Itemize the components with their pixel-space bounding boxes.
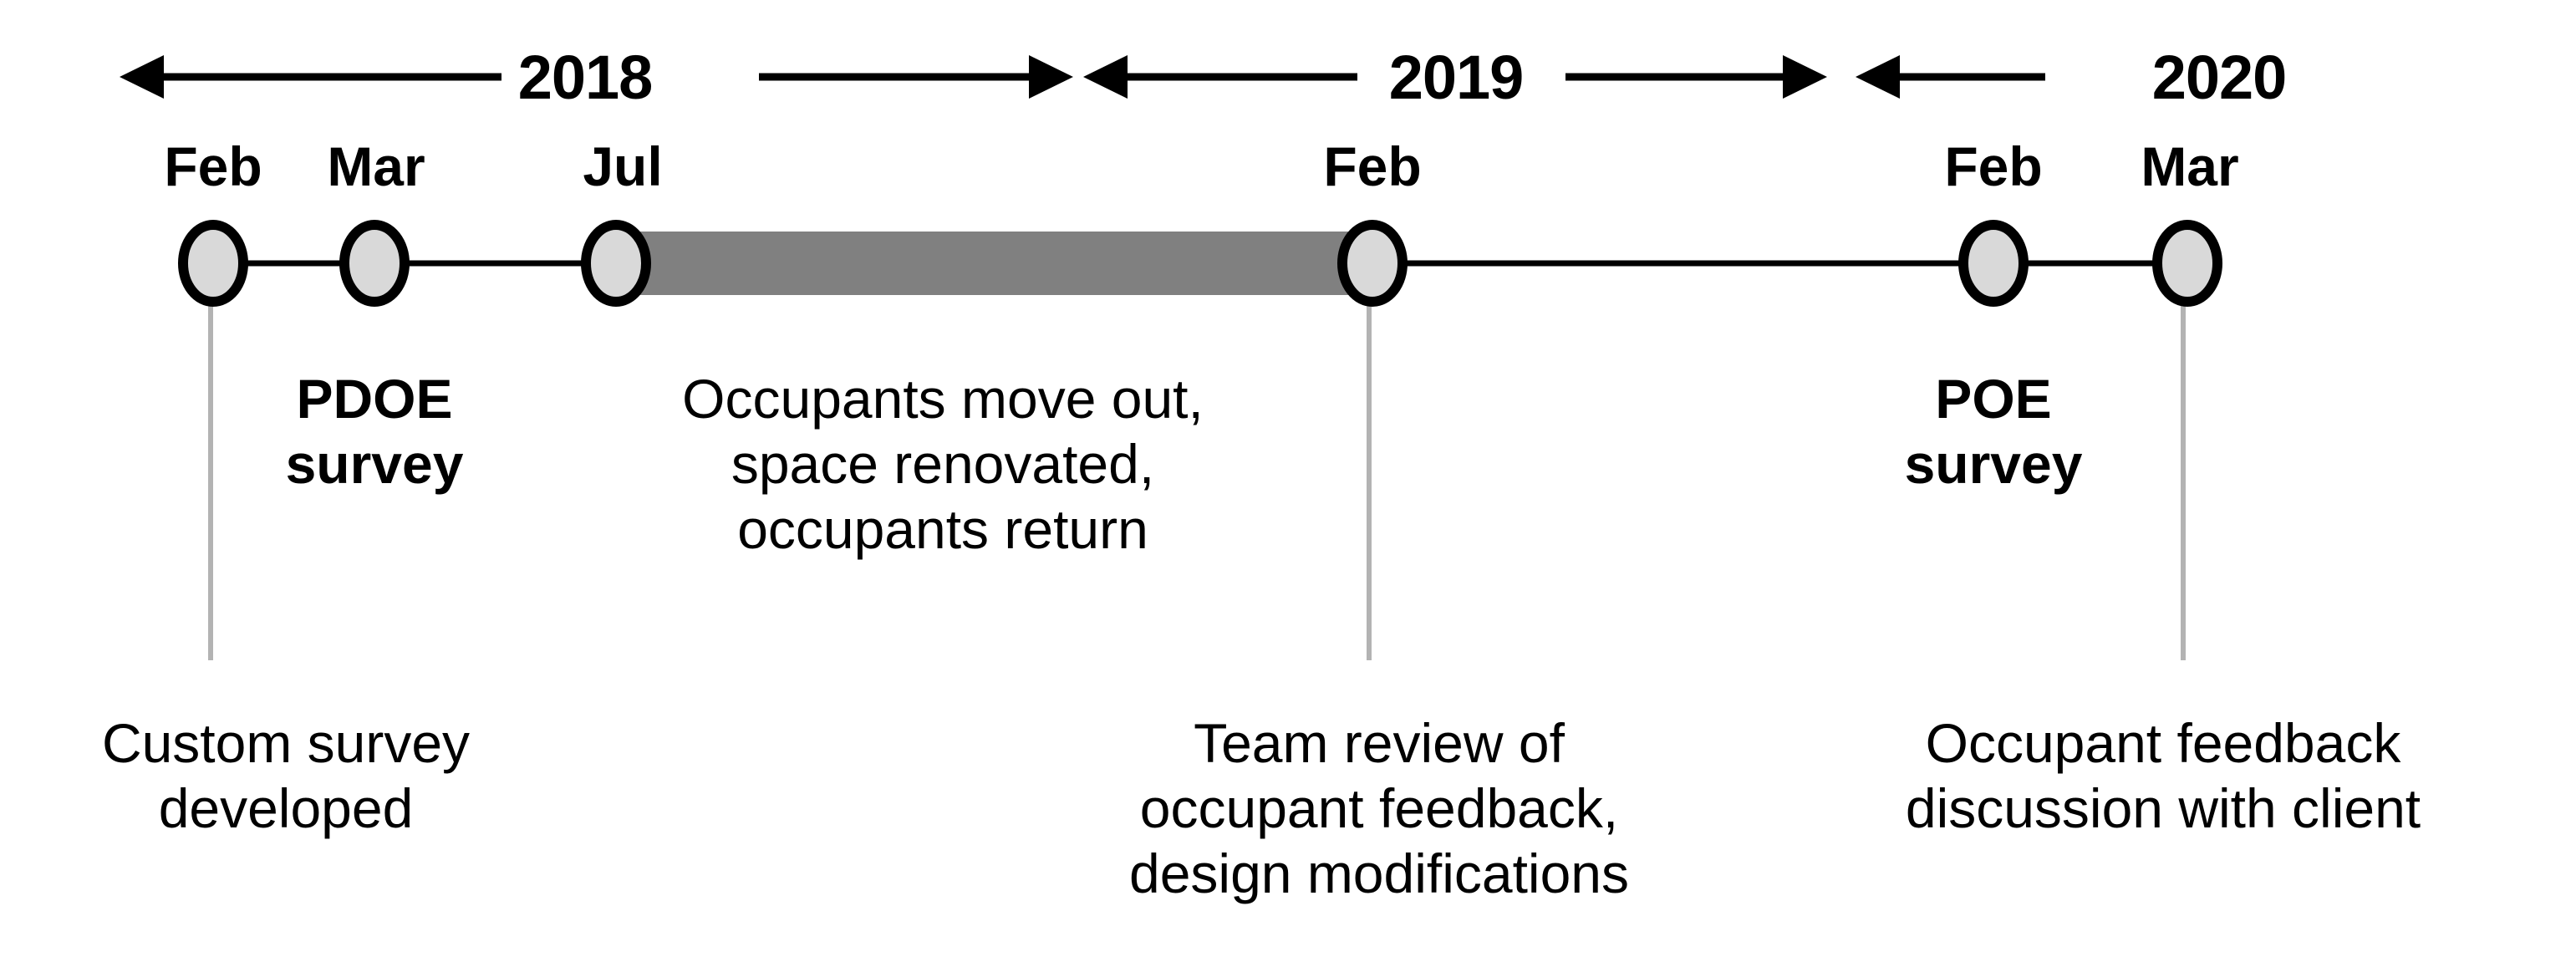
note-team-review-line-1: Team review of	[1194, 712, 1565, 774]
month-label-feb-2020: Feb	[1944, 135, 2042, 197]
year-label-2020: 2020	[2152, 43, 2287, 112]
year-span-2020	[1856, 55, 2045, 99]
month-label-mar-2018: Mar	[327, 135, 425, 197]
milestone-node-feb-2019[interactable]	[1337, 220, 1408, 307]
note-renovation: Occupants move out, space renovated, occ…	[682, 368, 1204, 560]
note-poe-survey-line-2: survey	[1905, 433, 2083, 495]
year-2019-left-arrow-head-icon	[1083, 55, 1128, 99]
note-pdoe-survey-line-2: survey	[286, 433, 464, 495]
note-pdoe-survey: PDOE survey	[286, 368, 464, 495]
note-pdoe-survey-line-1: PDOE	[296, 368, 452, 430]
month-label-feb-2018: Feb	[164, 135, 262, 197]
note-client-discussion: Occupant feedback discussion with client	[1906, 712, 2421, 839]
note-poe-survey-line-1: POE	[1935, 368, 2051, 430]
note-team-review-line-2: occupant feedback,	[1140, 777, 1618, 839]
note-custom-survey: Custom survey developed	[102, 712, 470, 839]
milestone-node-jul-2018[interactable]	[581, 220, 651, 307]
year-label-2019: 2019	[1389, 43, 1524, 112]
note-team-review: Team review of occupant feedback, design…	[1129, 712, 1629, 904]
year-span-2019	[1083, 55, 1827, 99]
year-2018-right-arrow-head-icon	[1029, 55, 1073, 99]
milestone-node-mar-2020[interactable]	[2152, 220, 2222, 307]
note-renovation-line-1: Occupants move out,	[682, 368, 1204, 430]
note-renovation-line-2: space renovated,	[731, 433, 1154, 495]
month-label-mar-2020: Mar	[2141, 135, 2238, 197]
note-custom-survey-line-1: Custom survey	[102, 712, 470, 774]
note-custom-survey-line-2: developed	[159, 777, 414, 839]
year-2019-right-arrow-head-icon	[1783, 55, 1827, 99]
year-2020-left-arrow-head-icon	[1856, 55, 1900, 99]
note-client-discussion-line-2: discussion with client	[1906, 777, 2421, 839]
note-poe-survey: POE survey	[1905, 368, 2083, 495]
note-team-review-line-3: design modifications	[1129, 842, 1629, 904]
milestone-node-feb-2018[interactable]	[178, 220, 248, 307]
renovation-phase-bar	[616, 232, 1372, 295]
year-2018-left-arrow-head-icon	[120, 55, 164, 99]
milestone-node-feb-2020[interactable]	[1958, 220, 2029, 307]
year-span-2018	[120, 55, 1073, 99]
year-label-2018: 2018	[518, 43, 653, 112]
month-label-jul-2018: Jul	[583, 135, 662, 197]
note-renovation-line-3: occupants return	[737, 498, 1148, 560]
note-client-discussion-line-1: Occupant feedback	[1926, 712, 2402, 774]
milestone-node-mar-2018[interactable]	[339, 220, 410, 307]
month-label-feb-2019: Feb	[1323, 135, 1421, 197]
